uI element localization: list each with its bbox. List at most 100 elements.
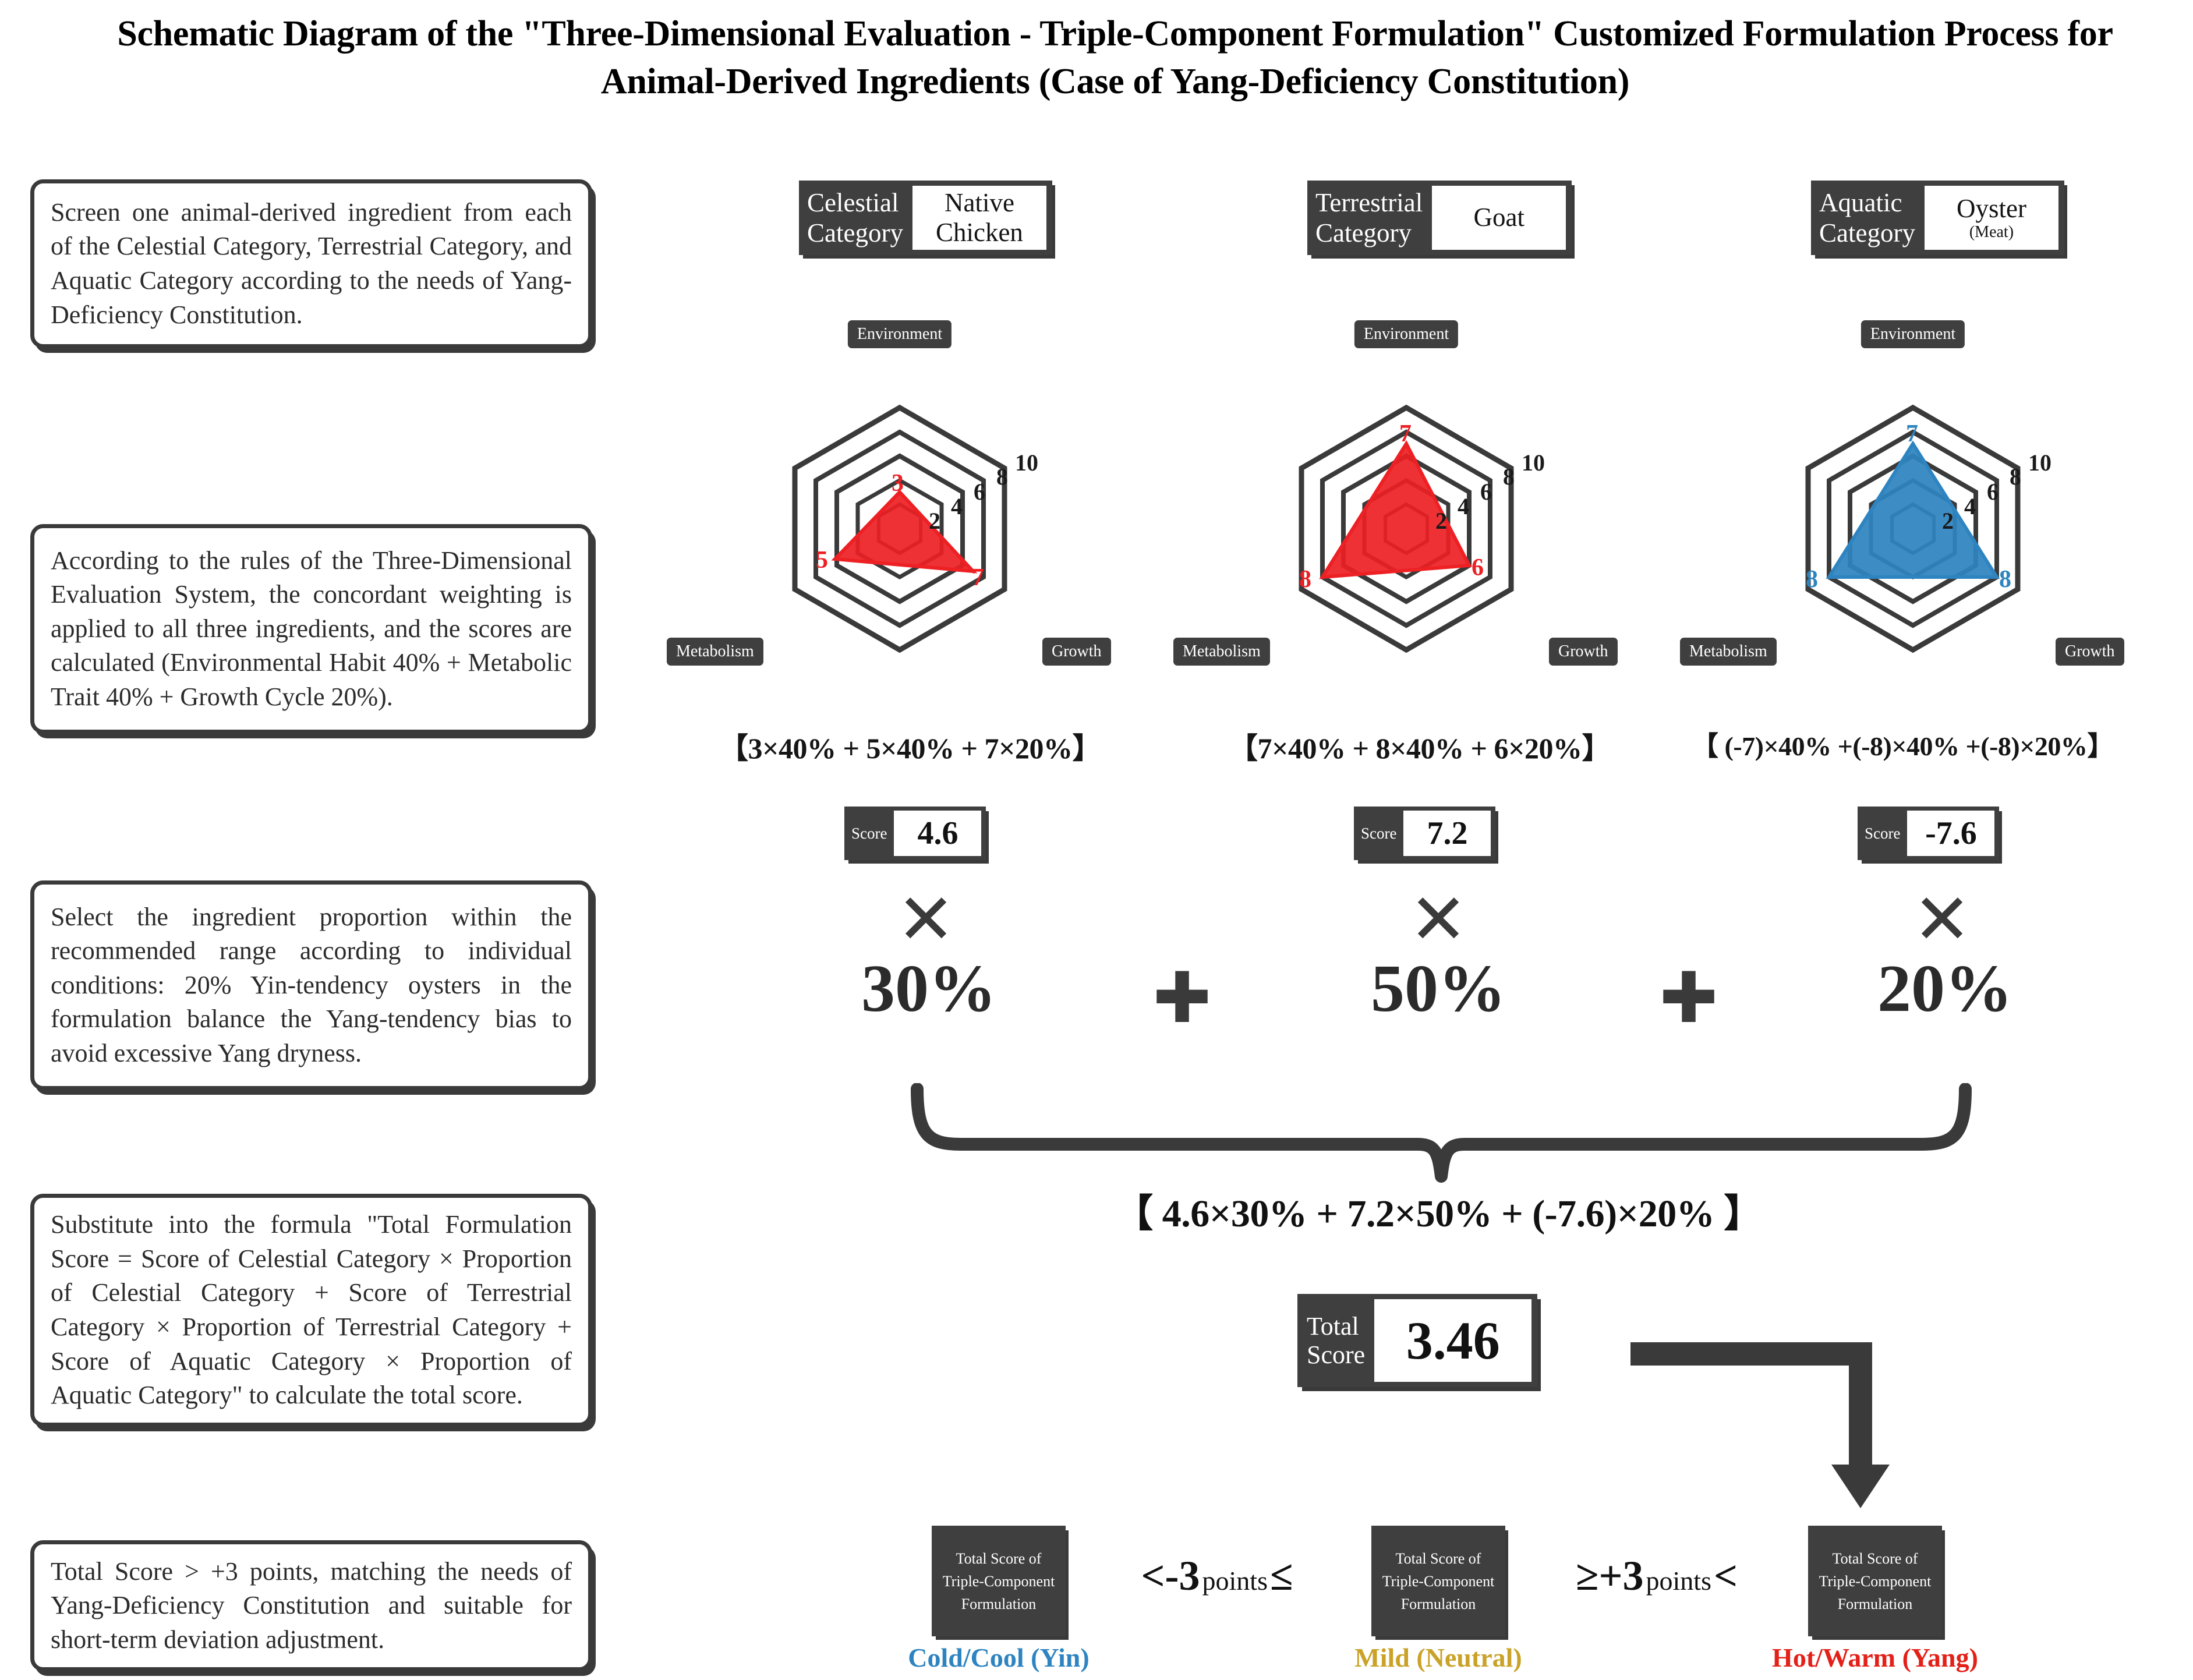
legend-box-cold: Total Score of Triple-Component Formulat… (932, 1526, 1066, 1636)
tick-2: 2 (929, 508, 940, 534)
multiply-icon-2: ✕ (1409, 879, 1468, 960)
legend-box-mild: Total Score of Triple-Component Formulat… (1371, 1526, 1505, 1636)
category-label: Aquatic Category (1819, 188, 1915, 247)
plus-icon-2: ✚ (1659, 958, 1718, 1039)
total-formula: 【 4.6×30% + 7.2×50% + (-7.6)×20% 】 (1115, 1193, 1762, 1235)
category-label: Celestial Category (807, 188, 903, 247)
value-environment: 3 (892, 470, 904, 497)
total-score-value: 3.46 (1374, 1299, 1532, 1382)
multiply-icon-3: ✕ (1912, 879, 1972, 960)
ingredient-name: Native Chicken (935, 188, 1023, 247)
radar-svg-1: 2 4 6 8 10 3 7 5 (792, 404, 1038, 653)
tick-2: 2 (1435, 508, 1447, 534)
tick-4: 4 (951, 493, 963, 519)
category-chip-celestial: Celestial Category Native Chicken (799, 181, 1052, 255)
condition-op-left: < (1141, 1552, 1165, 1599)
tick-10: 10 (1522, 450, 1545, 476)
tick-6: 6 (1480, 479, 1492, 505)
formula-aquatic: 【 (-7)×40% +(-8)×40% +(-8)×20%】 (1692, 731, 2114, 761)
legend-condition-2: ≥+3 points < (1576, 1552, 1738, 1600)
proportion-celestial: 30% (861, 952, 996, 1026)
step-box-3: Select the ingredient proportion within … (30, 880, 592, 1090)
formula-celestial: 【3×40% + 5×40% + 7×20%】 (719, 732, 1101, 765)
step-box-2: According to the rules of the Three-Dime… (30, 524, 592, 734)
tick-4: 4 (1964, 493, 1976, 519)
page-title: Schematic Diagram of the "Three-Dimensio… (117, 14, 2113, 101)
axis-label-growth: Growth (2056, 638, 2124, 666)
legend-box-hot: Total Score of Triple-Component Formulat… (1808, 1526, 1942, 1636)
axis-label-metabolism: Metabolism (1173, 638, 1270, 666)
value-metabolism: 5 (816, 547, 828, 574)
category-chip-aquatic: Aquatic Category Oyster (Meat) (1811, 181, 2064, 255)
step-text: Select the ingredient proportion within … (51, 902, 572, 1067)
radar-series-2 (1319, 440, 1472, 579)
axis-label-environment: Environment (1354, 320, 1459, 348)
tick-8: 8 (996, 464, 1008, 490)
value-growth: 7 (972, 564, 984, 591)
tick-10: 10 (2028, 450, 2051, 476)
radar-tick-labels-1: 2 4 6 8 10 (929, 450, 1038, 534)
summation-brace (906, 1083, 1977, 1229)
tick-8: 8 (2010, 464, 2021, 490)
category-ingredient: Goat (1432, 186, 1566, 250)
tick-8: 8 (1503, 464, 1515, 490)
value-environment: 7 (1906, 420, 1918, 447)
condition-value: -3 (1165, 1552, 1200, 1599)
tick-4: 4 (1458, 493, 1469, 519)
proportion-aquatic: 20% (1877, 952, 2012, 1026)
value-growth: 8 (1999, 566, 2011, 593)
step-box-4: Substitute into the formula "Total Formu… (30, 1194, 592, 1427)
formula-terrestrial: 【7×40% + 8×40% + 6×20%】 (1229, 732, 1611, 765)
legend-name-cold: Cold/Cool (Yin) (908, 1643, 1090, 1672)
score-value: 7.2 (1403, 811, 1491, 856)
ingredient-subtitle: (Meat) (1969, 223, 2014, 242)
step-text: Total Score > +3 points, matching the ne… (51, 1557, 572, 1654)
score-value: -7.6 (1907, 811, 1995, 856)
legend-condition-1: <-3 points ≤ (1141, 1552, 1293, 1600)
radar-chart-terrestrial: 2 4 6 8 10 7 6 8 Environment Metabolism … (1173, 320, 1628, 666)
axis-label-growth: Growth (1549, 638, 1618, 666)
tick-10: 10 (1015, 450, 1038, 476)
step-text: Substitute into the formula "Total Formu… (51, 1210, 572, 1410)
category-ingredient: Oyster (Meat) (1924, 186, 2058, 250)
axis-label-growth: Growth (1042, 638, 1111, 666)
score-chip-aquatic: Score -7.6 (1858, 807, 2000, 860)
legend-name-hot: Hot/Warm (Yang) (1772, 1643, 1978, 1672)
proportion-terrestrial: 50% (1371, 952, 1506, 1026)
radar-series-1 (831, 489, 978, 574)
category-label: Terrestrial Category (1315, 188, 1423, 247)
value-growth: 6 (1472, 554, 1484, 581)
condition-unit: points (1646, 1566, 1711, 1596)
tick-6: 6 (1987, 479, 1999, 505)
value-metabolism: 8 (1299, 566, 1311, 593)
score-value: 4.6 (894, 811, 982, 856)
score-chip-celestial: Score 4.6 (844, 807, 986, 860)
radar-grid-rings-1 (792, 404, 1007, 653)
total-score-label: Total Score (1307, 1311, 1366, 1369)
radar-value-labels-1: 3 7 5 (816, 470, 984, 591)
radar-tick-labels-2: 2 4 6 8 10 (1435, 450, 1545, 534)
ingredient-name: Oyster (1956, 193, 2026, 223)
radar-series-3 (1826, 440, 2000, 579)
step-text: Screen one animal-derived ingredient fro… (51, 197, 572, 329)
tick-2: 2 (1942, 508, 1954, 534)
value-metabolism: 8 (1806, 566, 1818, 593)
step-text: According to the rules of the Three-Dime… (51, 546, 572, 711)
score-label: Score (1361, 824, 1397, 842)
radar-svg-3: 2 4 6 8 10 7 8 8 (1805, 404, 2051, 653)
radar-chart-aquatic: 2 4 6 8 10 7 8 8 Environment Metabolism … (1680, 320, 2134, 666)
radar-tick-labels-3: 2 4 6 8 10 (1942, 450, 2051, 534)
condition-op-left: ≥ (1575, 1552, 1599, 1599)
step-box-1: Screen one animal-derived ingredient fro… (30, 179, 592, 348)
legend-name-mild: Mild (Neutral) (1354, 1643, 1522, 1672)
radar-value-labels-3: 7 8 8 (1806, 420, 2011, 593)
score-label: Score (851, 824, 887, 842)
condition-value: +3 (1598, 1552, 1644, 1599)
tick-6: 6 (974, 479, 985, 505)
radar-chart-celestial: 2 4 6 8 10 3 7 5 Environment Metabolism … (667, 320, 1121, 666)
multiply-icon-1: ✕ (896, 879, 956, 960)
axis-label-metabolism: Metabolism (667, 638, 763, 666)
score-chip-terrestrial: Score 7.2 (1354, 807, 1496, 860)
radar-value-labels-2: 7 6 8 (1299, 420, 1484, 593)
flow-arrow-elbow (1628, 1322, 1907, 1520)
